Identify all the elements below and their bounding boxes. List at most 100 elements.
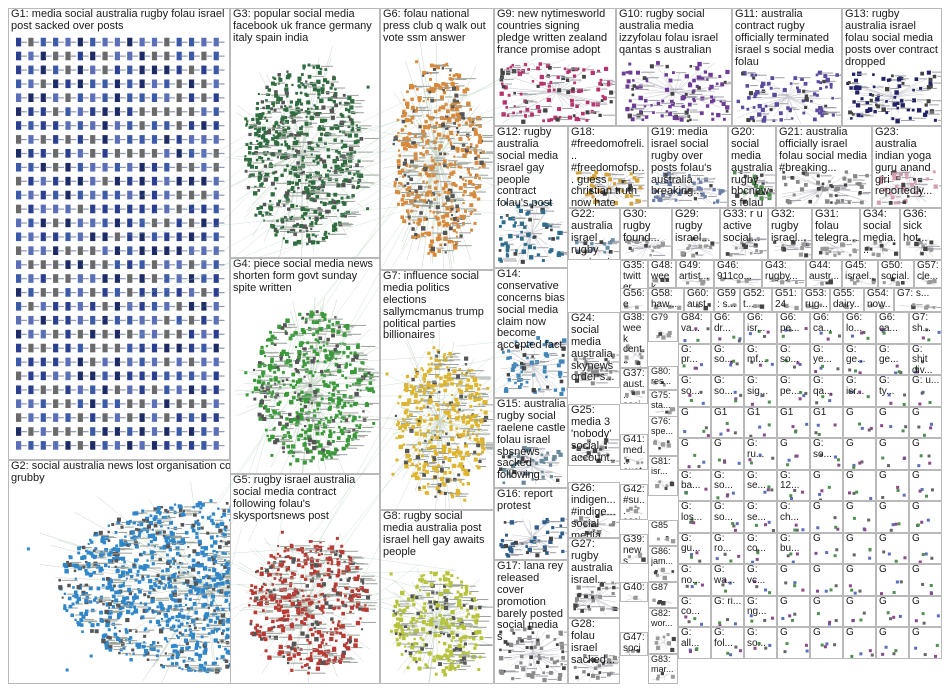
vertex-label bbox=[205, 208, 213, 210]
vertex-label bbox=[264, 572, 281, 574]
vertex bbox=[316, 144, 320, 148]
vertex bbox=[303, 368, 306, 372]
vertex-label bbox=[113, 646, 127, 648]
vertex bbox=[116, 615, 121, 620]
vertex bbox=[260, 345, 264, 349]
vertex bbox=[350, 370, 355, 375]
vertex-label bbox=[144, 83, 151, 85]
vertex bbox=[266, 139, 270, 144]
vertex-label bbox=[45, 347, 52, 349]
vertex-label bbox=[193, 55, 200, 57]
vertex bbox=[108, 565, 111, 568]
vertex bbox=[307, 437, 313, 443]
vertex-label bbox=[307, 151, 320, 153]
vertex-label bbox=[305, 171, 321, 173]
vertex bbox=[224, 562, 229, 567]
vertex bbox=[127, 315, 133, 325]
vertex bbox=[340, 139, 344, 143]
vertex-label bbox=[156, 389, 163, 391]
vertex bbox=[257, 92, 260, 95]
vertex bbox=[65, 288, 71, 297]
vertex bbox=[139, 37, 145, 47]
vertex-label bbox=[334, 352, 341, 354]
vertex bbox=[260, 174, 263, 177]
vertex bbox=[166, 553, 169, 557]
vertex-label bbox=[20, 403, 27, 405]
vertex bbox=[28, 441, 34, 450]
vertex-label bbox=[185, 523, 197, 525]
vertex bbox=[102, 343, 108, 353]
vertex bbox=[287, 230, 290, 234]
vertex-label bbox=[205, 361, 213, 363]
vertex bbox=[315, 426, 320, 431]
vertex-label bbox=[81, 586, 92, 588]
vertex bbox=[105, 585, 110, 590]
vertex bbox=[107, 558, 113, 564]
vertex bbox=[188, 597, 192, 601]
edge bbox=[306, 604, 371, 650]
vertex-label bbox=[339, 104, 351, 106]
vertex bbox=[289, 100, 293, 104]
vertex bbox=[111, 522, 115, 526]
vertex bbox=[349, 351, 353, 355]
vertex bbox=[164, 441, 170, 450]
vertex bbox=[258, 403, 263, 408]
vertex-label bbox=[249, 123, 261, 125]
vertex bbox=[107, 530, 110, 534]
vertex-label bbox=[218, 347, 225, 349]
vertex bbox=[158, 624, 162, 627]
vertex bbox=[307, 141, 312, 145]
vertex-label bbox=[107, 291, 114, 294]
vertex bbox=[256, 207, 260, 210]
vertex-label bbox=[206, 670, 219, 672]
vertex bbox=[201, 274, 207, 283]
vertex bbox=[341, 650, 346, 655]
vertex-label bbox=[156, 166, 163, 168]
vertex-label bbox=[45, 319, 52, 321]
vertex-label bbox=[70, 152, 77, 155]
vertex bbox=[129, 519, 132, 523]
vertex bbox=[316, 88, 321, 93]
vertex bbox=[372, 390, 376, 394]
vertex-label bbox=[119, 291, 126, 294]
vertex-label bbox=[286, 629, 296, 631]
vertex-label bbox=[193, 250, 200, 252]
vertex bbox=[176, 135, 182, 144]
vertex bbox=[272, 76, 275, 79]
vertex bbox=[322, 453, 327, 458]
vertex bbox=[184, 530, 189, 535]
vertex bbox=[164, 204, 170, 214]
vertex bbox=[213, 288, 219, 297]
vertex bbox=[102, 218, 108, 228]
vertex-label bbox=[156, 125, 163, 127]
vertex bbox=[216, 535, 219, 538]
vertex-label bbox=[289, 136, 297, 138]
vertex bbox=[320, 312, 324, 316]
vertex-label bbox=[325, 593, 336, 595]
vertex-label bbox=[334, 97, 350, 99]
group-cell-g4[interactable]: G4: piece social media news shorten form… bbox=[230, 258, 380, 474]
vertex-label bbox=[62, 579, 78, 581]
vertex bbox=[129, 658, 133, 662]
group-cell-g5[interactable]: G5: rugby israel australia social media … bbox=[230, 474, 380, 684]
vertex bbox=[323, 232, 327, 237]
vertex bbox=[284, 546, 287, 550]
vertex-label bbox=[218, 236, 225, 238]
vertex-label bbox=[82, 319, 89, 321]
vertex bbox=[108, 606, 111, 610]
vertex bbox=[139, 343, 145, 353]
group-cell-g1[interactable]: G1: media social australia rugby folau i… bbox=[8, 8, 230, 460]
vertex bbox=[299, 126, 303, 131]
vertex bbox=[201, 79, 207, 89]
vertex bbox=[164, 652, 167, 655]
vertex bbox=[345, 163, 348, 166]
vertex bbox=[359, 136, 364, 141]
vertex bbox=[333, 222, 338, 227]
group-cell-g3[interactable]: G3: popular social media facebook uk fra… bbox=[230, 8, 380, 258]
vertex bbox=[171, 653, 174, 657]
vertex-label bbox=[354, 599, 366, 601]
vertex bbox=[322, 341, 325, 344]
vertex bbox=[315, 219, 319, 222]
vertex bbox=[16, 232, 22, 242]
vertex bbox=[284, 351, 290, 357]
